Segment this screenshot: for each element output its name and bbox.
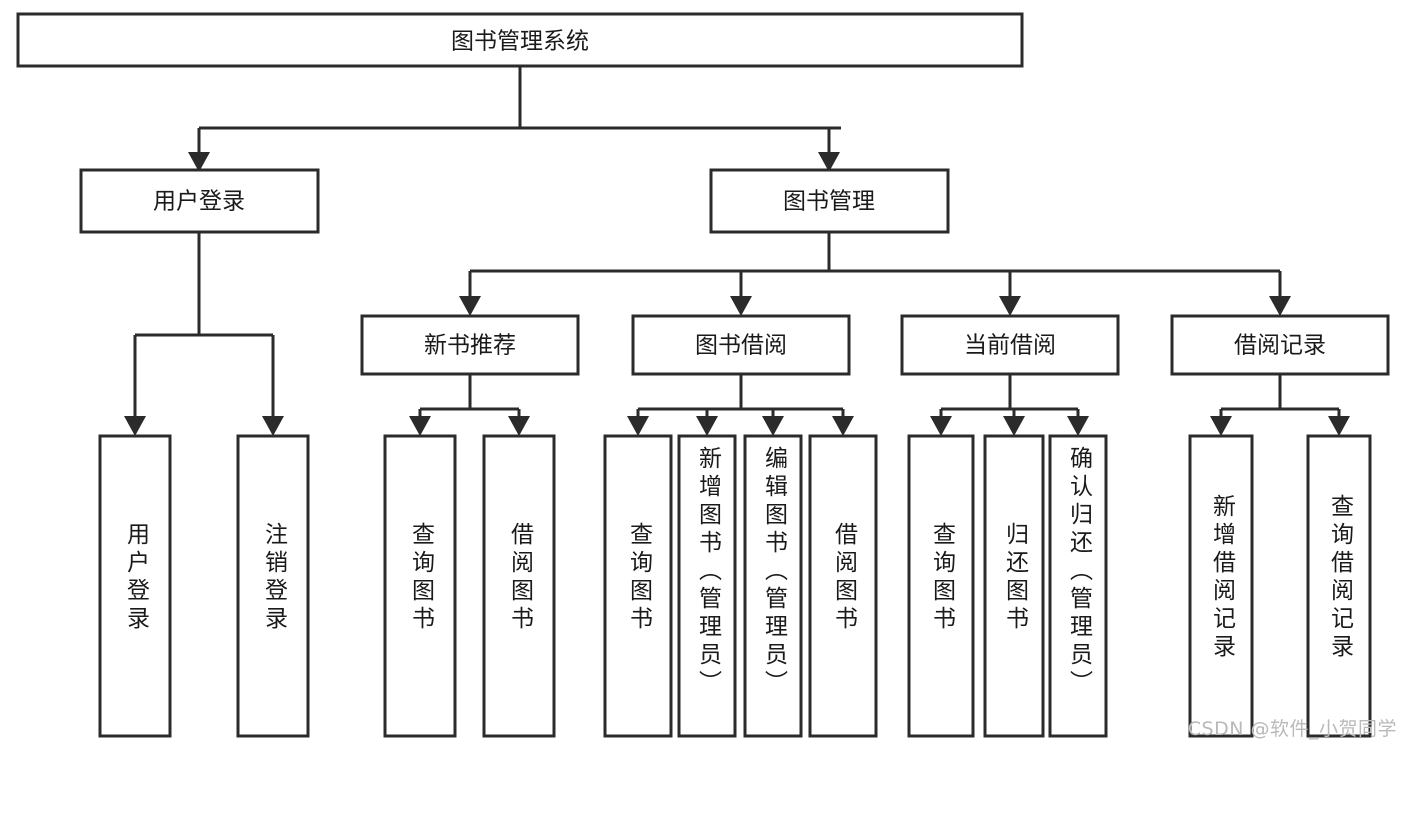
connector-group-borrow-book-leaves <box>627 374 854 436</box>
arrow-to-new-book <box>459 296 481 316</box>
node-borrow-record-label: 借阅记录 <box>1234 333 1326 359</box>
leaf-box-borrow-book-bb[interactable] <box>808 434 878 738</box>
node-root-label: 图书管理系统 <box>451 29 589 55</box>
leaf-box-add-borrow-record[interactable] <box>1188 434 1254 738</box>
leaf-box-return-book[interactable] <box>983 434 1045 738</box>
arrow-ul-leaf2 <box>262 416 284 436</box>
leaf-box-query-book-cb[interactable] <box>907 434 975 738</box>
node-borrow-record[interactable]: 借阅记录 <box>1170 314 1390 376</box>
arrow-cb-leaf3 <box>1067 416 1089 436</box>
node-book-borrow-box[interactable] <box>631 314 851 376</box>
node-new-book-recommend-box[interactable] <box>360 314 580 376</box>
arrow-cb-leaf2 <box>1003 416 1025 436</box>
connector-group-new-book-leaves <box>409 374 530 436</box>
node-user-login[interactable]: 用户登录 <box>79 168 320 234</box>
arrow-to-book-manage <box>818 152 840 172</box>
tree-svg-canvas: 图书管理系统 用户登录 图书管理 新书推荐 图书借阅 当前借阅 借阅记录 <box>16 12 1390 738</box>
arrow-to-borrow-record <box>1269 296 1291 316</box>
arrow-bb-leaf1 <box>627 416 649 436</box>
arrow-br-leaf1 <box>1210 416 1232 436</box>
connector-group-current-borrow-leaves <box>930 374 1089 436</box>
arrow-br-leaf2 <box>1328 416 1350 436</box>
connector-group-book-manage <box>459 232 1291 316</box>
node-book-borrow-label: 图书借阅 <box>695 333 787 359</box>
node-user-login-box[interactable] <box>79 168 320 234</box>
arrow-ul-leaf1 <box>124 416 146 436</box>
node-borrow-record-box[interactable] <box>1170 314 1390 376</box>
node-new-book-recommend[interactable]: 新书推荐 <box>360 314 580 376</box>
arrow-nb-leaf2 <box>508 416 530 436</box>
arrow-bb-leaf2 <box>696 416 718 436</box>
leaf-box-user-logout[interactable] <box>236 434 310 738</box>
leaf-box-query-book-nb[interactable] <box>383 434 457 738</box>
arrow-to-user-login <box>188 152 210 172</box>
node-root-box[interactable] <box>16 12 1024 68</box>
node-book-manage-label: 图书管理 <box>783 189 875 215</box>
node-book-borrow[interactable]: 图书借阅 <box>631 314 851 376</box>
leaf-box-edit-book-admin[interactable] <box>743 434 803 738</box>
node-root[interactable]: 图书管理系统 <box>16 12 1024 68</box>
node-current-borrow-label: 当前借阅 <box>964 333 1056 359</box>
arrow-cb-leaf1 <box>930 416 952 436</box>
arrow-nb-leaf1 <box>409 416 431 436</box>
leaf-box-query-book-bb[interactable] <box>603 434 673 738</box>
node-new-book-recommend-label: 新书推荐 <box>424 333 516 359</box>
node-current-borrow[interactable]: 当前借阅 <box>900 314 1120 376</box>
arrow-bb-leaf4 <box>832 416 854 436</box>
leaf-box-add-book-admin[interactable] <box>677 434 737 738</box>
node-book-manage-box[interactable] <box>709 168 950 234</box>
arrow-to-borrow-book <box>730 296 752 316</box>
leaf-box-user-login[interactable] <box>98 434 172 738</box>
node-user-login-label: 用户登录 <box>153 189 245 215</box>
node-current-borrow-box[interactable] <box>900 314 1120 376</box>
leaf-box-query-borrow-record[interactable] <box>1306 434 1372 738</box>
arrow-bb-leaf3 <box>762 416 784 436</box>
arrow-to-current-borrow <box>999 296 1021 316</box>
node-book-manage[interactable]: 图书管理 <box>709 168 950 234</box>
leaf-box-borrow-book-nb[interactable] <box>482 434 556 738</box>
connector-group-root <box>188 66 841 172</box>
functional-structure-diagram: 图书管理系统 用户登录 图书管理 新书推荐 图书借阅 当前借阅 借阅记录 <box>16 12 1397 740</box>
connector-group-borrow-record-leaves <box>1210 374 1350 436</box>
leaf-box-confirm-return-admin[interactable] <box>1048 434 1108 738</box>
connector-group-user-login-leaves <box>124 232 284 436</box>
